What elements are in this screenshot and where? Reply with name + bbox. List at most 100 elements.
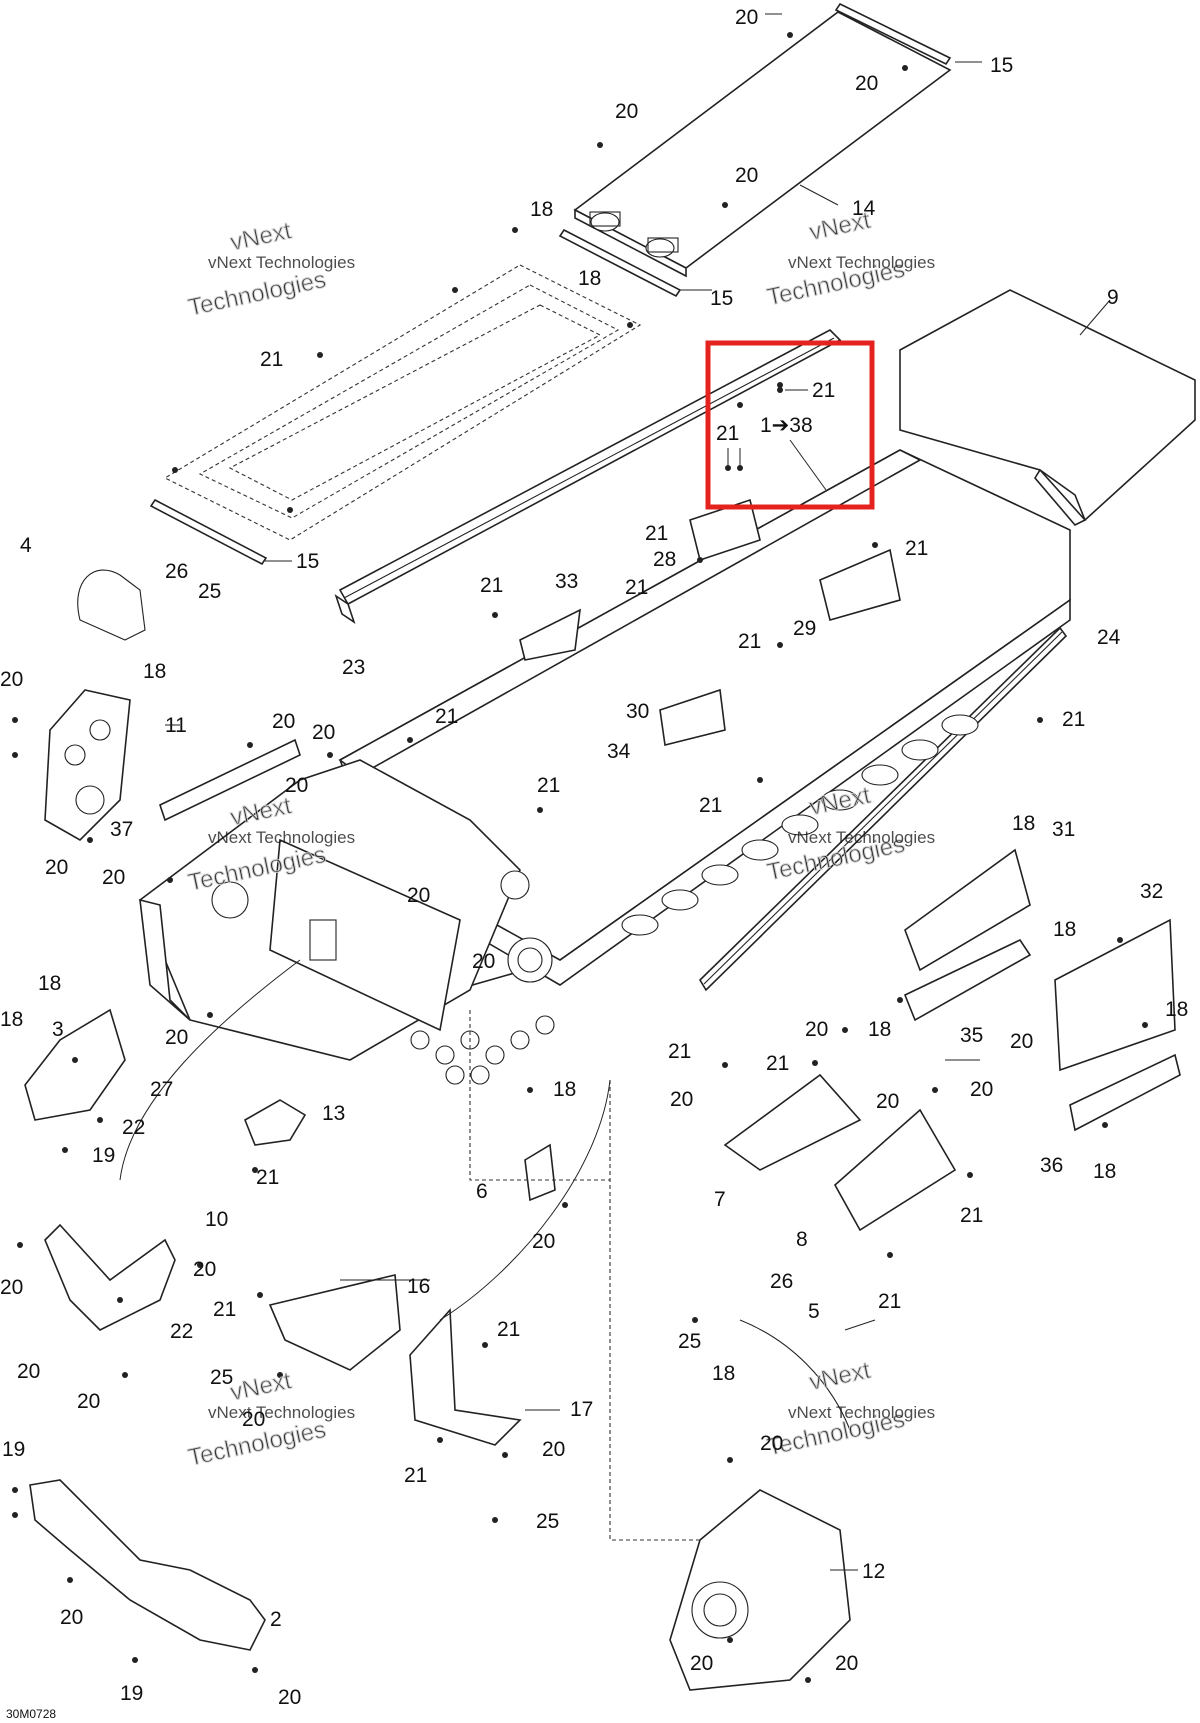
callout-20: 20 bbox=[876, 1090, 899, 1113]
callout-21-box-top: 21 bbox=[812, 379, 835, 402]
callout-31: 31 bbox=[1052, 818, 1075, 841]
callout-18: 18 bbox=[1012, 812, 1035, 835]
callout-18: 18 bbox=[143, 660, 166, 683]
reference-code: 30M0728 bbox=[6, 1707, 56, 1721]
callout-20: 20 bbox=[312, 721, 335, 744]
footrest-8-part bbox=[833, 1108, 957, 1232]
callout-17: 17 bbox=[570, 1398, 593, 1421]
callout-20: 20 bbox=[970, 1078, 993, 1101]
callout-10: 10 bbox=[205, 1208, 228, 1231]
callout-20: 20 bbox=[532, 1230, 555, 1253]
callout-29: 29 bbox=[793, 617, 816, 640]
callout-20: 20 bbox=[285, 774, 308, 797]
rail-2-part bbox=[29, 1479, 266, 1651]
seat-base-part bbox=[573, 11, 952, 278]
callout-18: 18 bbox=[578, 267, 601, 290]
tunnel-cooler-slots bbox=[621, 714, 979, 936]
callout-21: 21 bbox=[699, 794, 722, 817]
bracket-3-part bbox=[24, 1008, 126, 1121]
fastener-markers bbox=[12, 32, 1148, 1683]
callout-21: 21 bbox=[537, 774, 560, 797]
bracket-35-part bbox=[903, 938, 1032, 1022]
callout-20: 20 bbox=[0, 668, 23, 691]
bracket-31-part bbox=[904, 848, 1031, 972]
watermark-line1: vNext bbox=[228, 217, 294, 256]
bracket-6-part bbox=[524, 1143, 556, 1202]
callout-9: 9 bbox=[1107, 286, 1119, 309]
watermark-small: vNext Technologies bbox=[788, 1403, 935, 1422]
watermark-small: vNext Technologies bbox=[788, 253, 935, 272]
highlight-contents: 21 1➔38 21 bbox=[716, 379, 835, 491]
callout-20: 20 bbox=[805, 1018, 828, 1041]
callout-11: 11 bbox=[165, 714, 187, 737]
callout-21: 21 bbox=[960, 1204, 983, 1227]
callout-18: 18 bbox=[38, 972, 61, 995]
watermark-line2: Technologies bbox=[186, 266, 329, 322]
callout-28: 28 bbox=[653, 548, 676, 571]
callout-13: 13 bbox=[322, 1102, 345, 1125]
callout-25: 25 bbox=[210, 1366, 233, 1389]
callout-labels: 20 15 20 20 20 14 18 18 15 9 21 15 4 26 … bbox=[0, 6, 1188, 1709]
callout-21: 21 bbox=[905, 537, 928, 560]
callout-18: 18 bbox=[530, 198, 553, 221]
callout-15: 15 bbox=[710, 287, 733, 310]
bracket-13-part bbox=[243, 1099, 307, 1146]
callout-18: 18 bbox=[1053, 918, 1076, 941]
callout-21: 21 bbox=[435, 705, 458, 728]
callout-7: 7 bbox=[714, 1188, 726, 1211]
callout-21: 21 bbox=[260, 348, 283, 371]
rear-cover-part bbox=[899, 289, 1196, 526]
bracket-10-part bbox=[44, 1223, 176, 1331]
arm-5-part bbox=[739, 1319, 851, 1431]
callout-20: 20 bbox=[102, 866, 125, 889]
callout-18: 18 bbox=[712, 1362, 735, 1385]
callout-18: 18 bbox=[868, 1018, 891, 1041]
callout-19: 19 bbox=[92, 1144, 115, 1167]
bracket-17-part bbox=[409, 1308, 522, 1446]
callout-18: 18 bbox=[1165, 998, 1188, 1021]
leader-lines bbox=[119, 13, 1111, 1571]
callout-21: 21 bbox=[668, 1040, 691, 1063]
watermark-small: vNext Technologies bbox=[208, 253, 355, 272]
callout-15: 15 bbox=[990, 54, 1013, 77]
callout-20: 20 bbox=[735, 6, 758, 29]
callout-34: 34 bbox=[607, 740, 631, 763]
watermark-small: vNext Technologies bbox=[208, 828, 355, 847]
callout-5: 5 bbox=[808, 1300, 820, 1323]
left-rail-part bbox=[334, 329, 842, 624]
callout-21: 21 bbox=[738, 630, 761, 653]
watermark-line1: vNext bbox=[807, 1357, 873, 1396]
callout-20: 20 bbox=[60, 1606, 83, 1629]
callout-19: 19 bbox=[120, 1682, 143, 1705]
callout-21: 21 bbox=[625, 576, 648, 599]
callout-21: 21 bbox=[480, 574, 503, 597]
watermark-line1: vNext bbox=[228, 1367, 294, 1406]
callout-15: 15 bbox=[296, 550, 319, 573]
callout-20: 20 bbox=[17, 1360, 40, 1383]
callout-21: 21 bbox=[497, 1318, 520, 1341]
line-art bbox=[12, 2, 1196, 1691]
callout-21-box-left: 21 bbox=[716, 422, 739, 445]
watermark-small: vNext Technologies bbox=[788, 828, 935, 847]
phantom-seat-frame bbox=[163, 264, 642, 541]
callout-20: 20 bbox=[193, 1258, 216, 1281]
floor-holes bbox=[410, 1015, 555, 1085]
callout-1-to-38: 1➔38 bbox=[760, 414, 813, 437]
small-bracket-parts bbox=[519, 498, 901, 746]
callout-35: 35 bbox=[960, 1024, 983, 1047]
callout-20: 20 bbox=[407, 884, 430, 907]
callout-21: 21 bbox=[256, 1166, 279, 1189]
callout-20: 20 bbox=[242, 1408, 265, 1431]
bracket-36-part bbox=[1069, 1053, 1181, 1132]
callout-25: 25 bbox=[536, 1510, 559, 1533]
callout-20: 20 bbox=[278, 1686, 301, 1709]
callout-20: 20 bbox=[1010, 1030, 1033, 1053]
callout-22: 22 bbox=[122, 1116, 145, 1139]
callout-21: 21 bbox=[878, 1290, 901, 1313]
callout-19: 19 bbox=[2, 1438, 25, 1461]
callout-14: 14 bbox=[852, 197, 876, 220]
callout-33: 33 bbox=[555, 570, 578, 593]
callout-37: 37 bbox=[110, 818, 133, 841]
callout-18: 18 bbox=[0, 1008, 23, 1031]
callout-21: 21 bbox=[213, 1298, 236, 1321]
